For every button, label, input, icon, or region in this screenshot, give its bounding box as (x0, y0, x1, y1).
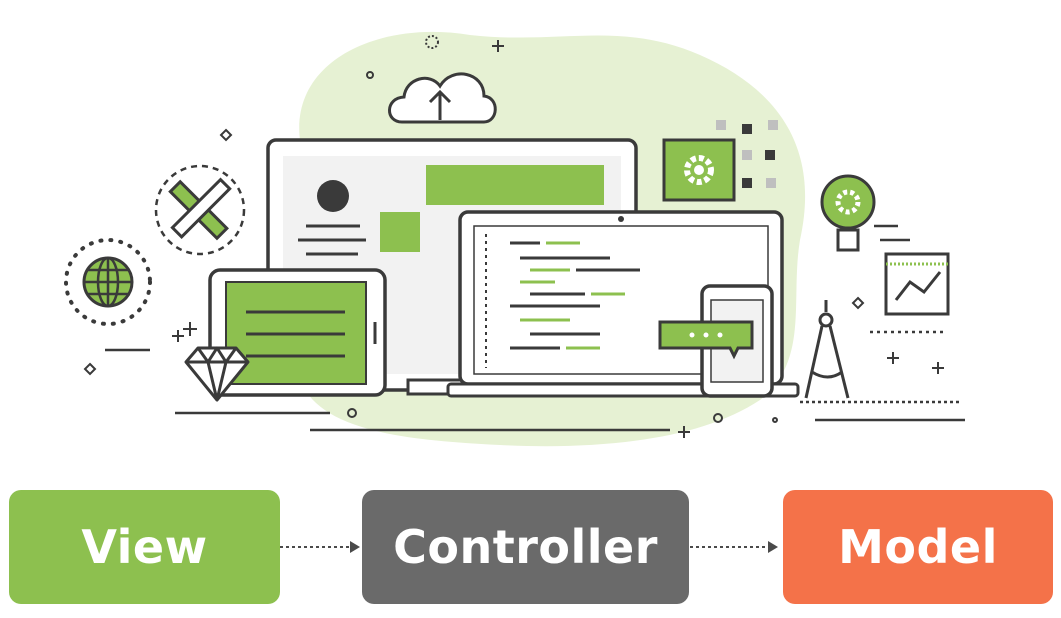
gear-icon (662, 120, 778, 202)
chat-bubble-icon (658, 320, 754, 360)
controller-box: Controller (362, 490, 689, 604)
drafting-compass-icon (804, 300, 850, 399)
view-box: View (9, 490, 280, 604)
ruler-pencil-icon (154, 164, 246, 256)
model-label: Model (838, 520, 998, 574)
arrow-controller-to-model (690, 541, 778, 553)
diamond-icon (184, 346, 250, 402)
arrow-view-to-controller (280, 541, 360, 553)
lightbulb-icon (820, 174, 910, 252)
decorative-sparkles (83, 35, 944, 438)
view-label: View (81, 520, 208, 574)
tablet-icon (208, 268, 387, 397)
globe-icon (64, 238, 152, 326)
cloud-upload-icon (388, 72, 497, 124)
web-development-illustration (64, 31, 965, 447)
model-box: Model (783, 490, 1053, 604)
line-chart-icon (884, 252, 950, 316)
controller-label: Controller (393, 520, 658, 574)
ground-lines (105, 330, 965, 432)
